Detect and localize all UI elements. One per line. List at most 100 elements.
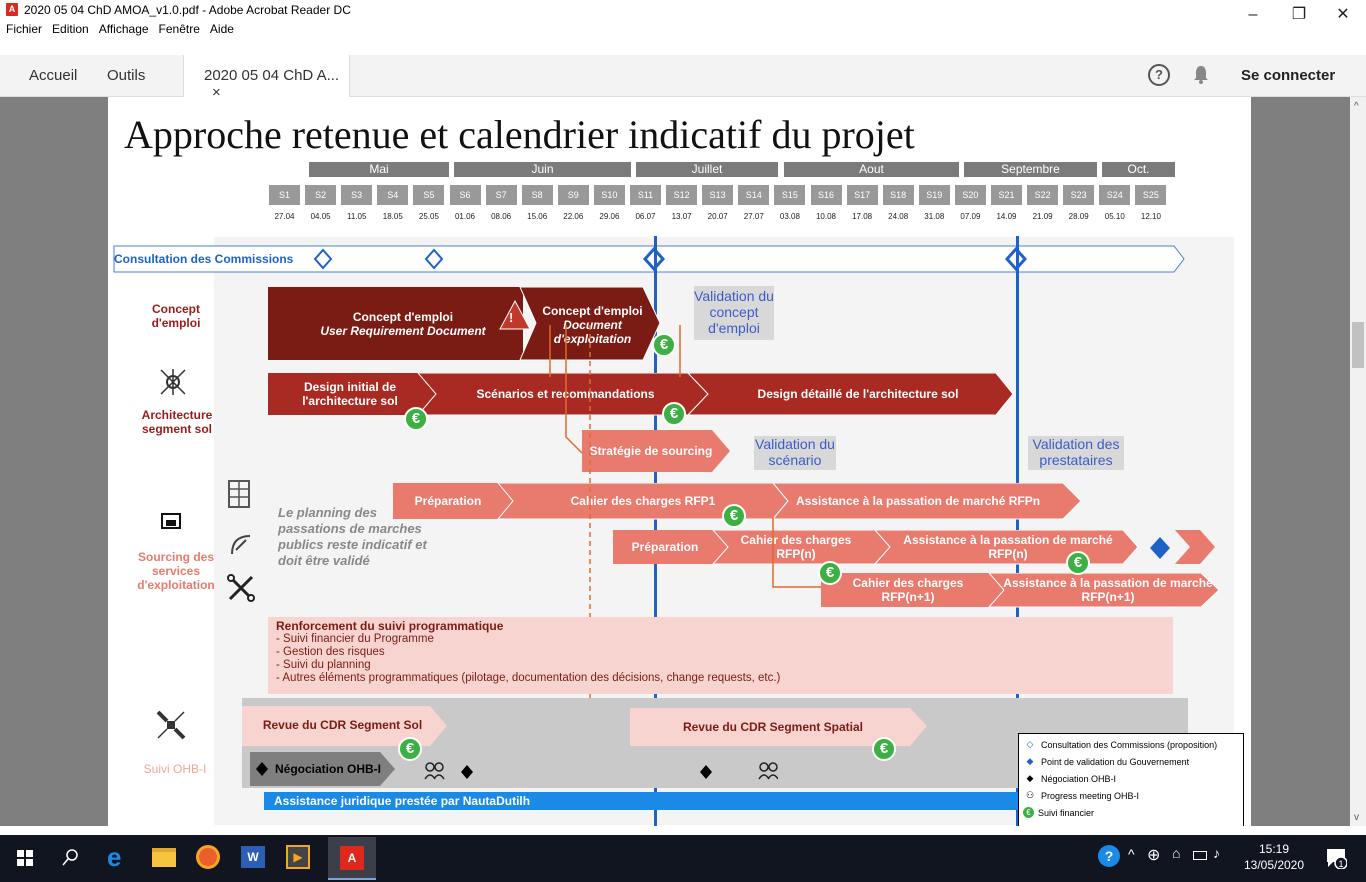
suivi-programmatique-panel: Renforcement du suivi programmatique - S…	[268, 617, 1173, 694]
network-tray-icon[interactable]: ⊕	[1147, 847, 1161, 864]
tab-document-label: 2020 05 04 ChD A...	[204, 67, 340, 84]
notification-icon[interactable]: 1	[1325, 847, 1347, 869]
planning-note: Le planning des passations de marches pu…	[278, 505, 427, 568]
suivi-item: - Suivi du planning	[276, 659, 371, 671]
date-cell: 25.05	[418, 212, 439, 221]
cdc-rfp1-bar: Cahier des charges RFP1	[570, 494, 716, 508]
assistance-rfpn-detail-bar: Assistance à la passation de marché RFP(…	[903, 533, 1113, 561]
date-cell: 24.08	[888, 212, 909, 221]
week-cell: S13	[702, 185, 734, 205]
date-cell: 27.04	[274, 212, 295, 221]
date-cell: 13.07	[671, 212, 692, 221]
date-cell: 06.07	[635, 212, 656, 221]
svg-text:1: 1	[1338, 859, 1343, 869]
week-cell: S19	[918, 185, 950, 205]
tools-icon	[227, 574, 255, 602]
date-cell: 29.06	[599, 212, 620, 221]
firefox-icon[interactable]	[196, 845, 220, 869]
week-cell: S21	[991, 185, 1022, 205]
tab-document[interactable]: 2020 05 04 ChD A... ×	[183, 55, 350, 101]
assistance-rfpn1-bar: Assistance à la passation de marché RFP(…	[1003, 576, 1213, 604]
scroll-up-icon[interactable]: ^	[1354, 101, 1359, 112]
week-cell: S16	[810, 185, 842, 205]
acrobat-taskbar-button[interactable]: A	[328, 837, 376, 880]
suivi-item: - Autres éléments programmatiques (pilot…	[276, 672, 781, 684]
date-cell: 27.07	[743, 212, 764, 221]
search-icon[interactable]	[62, 848, 80, 866]
pdf-app-icon: A	[6, 3, 18, 16]
euro-icon: €	[652, 333, 676, 357]
scroll-down-icon[interactable]: v	[1354, 812, 1359, 823]
volume-icon[interactable]: ♪	[1213, 845, 1220, 861]
date-cell: 22.06	[563, 212, 584, 221]
minimize-button[interactable]: –	[1248, 6, 1258, 23]
legend-item: Négociation OHB-I	[1041, 773, 1117, 784]
warning-icon: !	[509, 310, 514, 325]
validation-scenario: Validation du scénario	[754, 436, 836, 470]
legend-euro-icon: €	[1023, 807, 1034, 818]
bell-icon[interactable]	[1193, 65, 1209, 85]
week-cell: S20	[954, 185, 986, 205]
tab-accueil[interactable]: Accueil	[29, 67, 78, 84]
concept-exploitation-title: Concept d'emploi	[542, 304, 643, 318]
chevron-up-icon[interactable]: ^	[1128, 846, 1135, 862]
document-viewer[interactable]: Approche retenue et calendrier indicatif…	[0, 97, 1366, 826]
week-cell: S3	[341, 185, 373, 205]
week-cell: S24	[1099, 185, 1131, 205]
menu-fichier[interactable]: Fichier	[6, 22, 43, 36]
close-button[interactable]: ✕	[1336, 6, 1350, 23]
date-cell: 04.05	[310, 212, 331, 221]
scrollbar-thumb[interactable]	[1352, 322, 1364, 368]
euro-icon: €	[662, 402, 686, 426]
concept-urd-subtitle: User Requirement Document	[320, 324, 486, 338]
clock-time: 15:19	[1258, 842, 1290, 856]
menu-fenetre[interactable]: Fenêtre	[158, 22, 200, 36]
edge-browser-icon[interactable]: e	[107, 842, 122, 872]
month-aout: Aout	[784, 162, 959, 177]
windows-start-icon[interactable]	[17, 850, 33, 866]
week-cell: S2	[305, 185, 337, 205]
validation-concept: Validation du concept d'emploi	[694, 286, 774, 340]
satellite-dish-icon	[231, 535, 251, 555]
week-cell: S10	[593, 185, 625, 205]
help-icon[interactable]: ?	[1148, 64, 1170, 86]
help-tray-icon[interactable]: ?	[1098, 845, 1120, 867]
legend-blue-diamond-icon: ◆	[1026, 756, 1034, 766]
euro-icon: €	[404, 407, 428, 431]
vertical-scrollbar[interactable]: ^ v	[1350, 97, 1366, 826]
validation-prestataires: Validation des prestataires	[1028, 436, 1124, 470]
month-juillet: Juillet	[636, 162, 778, 177]
tab-close-icon[interactable]: ×	[212, 84, 221, 101]
row-label-concept: Concept d'emploi	[151, 302, 201, 330]
acrobat-icon: A	[340, 846, 364, 870]
media-player-icon[interactable]: ▶	[286, 845, 310, 869]
rfpn1-bars-shapes	[821, 573, 1220, 608]
date-cell: 07.09	[960, 212, 981, 221]
row-label-ohb: Suivi OHB-I	[143, 762, 207, 776]
date-cell: 15.06	[527, 212, 548, 221]
legend-item: Consultation des Commissions (propositio…	[1041, 739, 1218, 750]
battery-icon[interactable]	[1193, 851, 1207, 860]
consultation-arrow	[113, 245, 1185, 273]
menu-edition[interactable]: Edition	[52, 22, 89, 36]
usb-tray-icon[interactable]: ⌂	[1172, 845, 1181, 861]
menu-bar: Fichier Edition Affichage Fenêtre Aide	[0, 20, 1366, 38]
euro-icon: €	[1066, 551, 1090, 575]
clock[interactable]: 15:19 13/05/2020	[1238, 841, 1310, 873]
maximize-button[interactable]: ❐	[1291, 6, 1307, 23]
menu-affichage[interactable]: Affichage	[98, 22, 149, 36]
date-cell: 14.09	[996, 212, 1017, 221]
tab-outils[interactable]: Outils	[107, 67, 146, 84]
ohb-milestones-1	[424, 762, 473, 780]
word-icon[interactable]: W	[241, 846, 265, 868]
tab-bar: Accueil Outils 2020 05 04 ChD A... × ? S…	[0, 55, 1366, 101]
sign-in-link[interactable]: Se connecter	[1241, 67, 1336, 84]
file-explorer-icon[interactable]	[152, 848, 176, 867]
assistance-rfpn-bar: Assistance à la passation de marché RFPn	[795, 494, 1041, 508]
menu-aide[interactable]: Aide	[209, 22, 234, 36]
suivi-item: - Gestion des risques	[276, 646, 385, 658]
suivi-title: Renforcement du suivi programmatique	[276, 619, 504, 633]
strategie-shape	[582, 430, 730, 472]
screen-icon	[161, 513, 181, 529]
